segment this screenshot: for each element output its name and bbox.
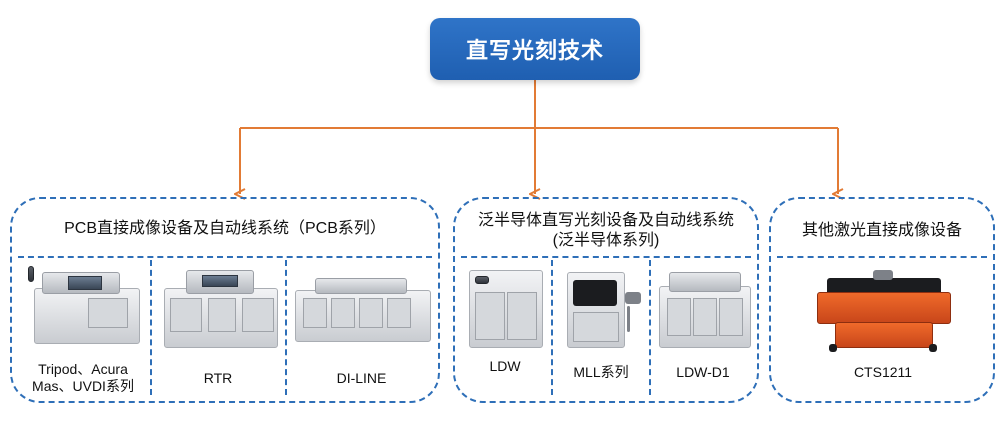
product-cts1211: CTS1211 — [777, 260, 989, 400]
group-pcb-title: PCB直接成像设备及自动线系统（PCB系列） — [64, 220, 386, 237]
product-mll: MLL系列 — [555, 260, 647, 400]
product-ldw: LDW — [461, 260, 549, 400]
product-ldw-d1-label: LDW-D1 — [676, 364, 730, 380]
group-semiconductor-divider — [461, 256, 751, 258]
group-semiconductor-col-divider-1 — [551, 260, 553, 395]
group-semiconductor-title: 泛半导体直写光刻设备及自动线系统 (泛半导体系列) — [477, 212, 734, 249]
group-pcb: PCB直接成像设备及自动线系统（PCB系列） Tripod、Acura Mas、… — [10, 197, 440, 403]
product-ldw-label: LDW — [489, 358, 521, 374]
group-pcb-divider — [18, 256, 432, 258]
mll-machine-image — [563, 266, 643, 348]
group-other-title: 其他激光直接成像设备 — [801, 222, 962, 239]
product-tripod-label: Tripod、Acura Mas、UVDI系列 — [32, 361, 134, 394]
group-semiconductor-col-divider-2 — [649, 260, 651, 395]
group-pcb-col-divider-1 — [150, 260, 152, 395]
product-rtr-label: RTR — [203, 370, 233, 386]
product-di-line: DI-LINE — [289, 260, 434, 400]
product-cts1211-label: CTS1211 — [853, 364, 913, 380]
di-line-machine-image — [295, 274, 431, 348]
product-rtr: RTR — [154, 260, 282, 400]
tripod-machine-image — [28, 266, 143, 348]
group-other-divider — [777, 256, 987, 258]
rtr-machine-image — [160, 264, 278, 350]
group-semiconductor: 泛半导体直写光刻设备及自动线系统 (泛半导体系列) LDW — [453, 197, 759, 403]
ldw-machine-image — [467, 266, 543, 348]
group-other: 其他激光直接成像设备 CTS1211 — [769, 197, 995, 403]
group-pcb-col-divider-2 — [285, 260, 287, 395]
cts1211-machine-image — [813, 268, 953, 354]
root-node: 直写光刻技术 — [430, 18, 640, 80]
product-mll-label: MLL系列 — [573, 364, 629, 380]
root-title: 直写光刻技术 — [465, 38, 604, 63]
product-tripod: Tripod、Acura Mas、UVDI系列 — [18, 260, 148, 400]
product-ldw-d1: LDW-D1 — [653, 260, 753, 400]
product-di-line-label: DI-LINE — [336, 370, 387, 386]
ldw-d1-machine-image — [657, 268, 751, 350]
